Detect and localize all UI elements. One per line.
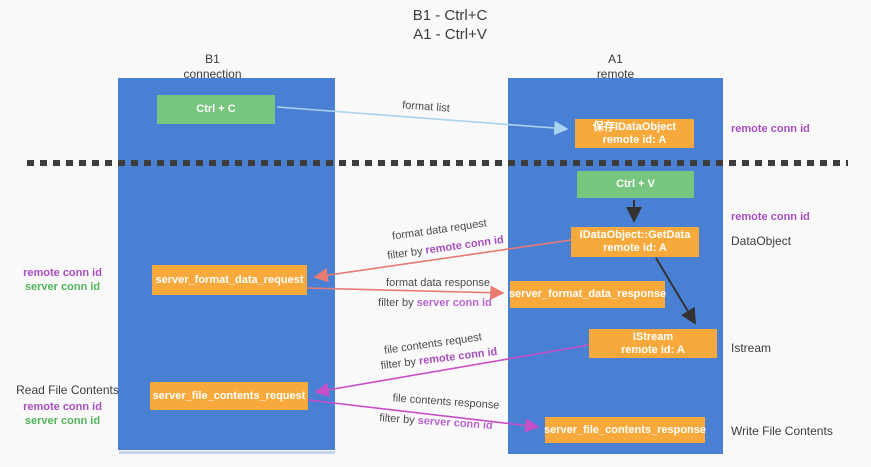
ctrl-c-box: Ctrl + C (157, 95, 275, 124)
title-line2: A1 - Ctrl+V (413, 26, 487, 43)
read-file-contents-label: Read File Contents (16, 383, 119, 397)
save-idataobject-line1: 保存IDataObject (592, 120, 677, 133)
server-format-data-response-label: server_format_data_response (508, 288, 667, 300)
lane-header-b1: B1 connection (105, 52, 320, 82)
dataobject-label: DataObject (731, 234, 792, 248)
server-format-data-request-box: server_format_data_request (152, 265, 307, 295)
format-list-label: format list (376, 98, 477, 117)
server-conn-id-text: server conn id (416, 297, 492, 309)
file-contents-response-label: file contents response (376, 391, 516, 413)
left-server-conn-id-bottom: server conn id (24, 415, 101, 427)
server-conn-id-text: server conn id (417, 414, 494, 432)
filter-by-text: filter by (386, 245, 424, 263)
server-format-data-request-label: server_format_data_request (155, 273, 304, 286)
diagram-title: B1 - Ctrl+C A1 - Ctrl+V (350, 6, 550, 44)
server-file-contents-response-label: server_file_contents_response (543, 423, 707, 436)
lane-header-a1: A1 remote (508, 52, 723, 82)
ctrl-c-label: Ctrl + C (196, 103, 236, 115)
ctrl-v-label: Ctrl + V (616, 178, 655, 190)
server-file-contents-request-label: server_file_contents_request (152, 389, 306, 402)
clipboard-phase-separator (27, 160, 848, 166)
save-idataobject-box: 保存IDataObject remote id: A (575, 119, 694, 148)
idataobject-getdata-box: IDataObject::GetData remote id: A (571, 227, 699, 257)
filter-by-text: filter by (380, 355, 417, 373)
file-contents-response-text: file contents response (392, 392, 500, 412)
lane-a1-role: remote (596, 67, 635, 81)
remote-conn-id-text: remote conn id (424, 233, 505, 257)
left-remote-conn-id-top: remote conn id (23, 267, 102, 279)
getdata-line2: remote id: A (603, 242, 667, 254)
filter-by-text: filter by (378, 412, 416, 427)
istream-line1: IStream (632, 330, 674, 343)
istream-box: IStream remote id: A (589, 329, 717, 358)
lane-b1-bottom-edge (119, 451, 335, 454)
write-file-contents-label: Write File Contents (731, 424, 833, 438)
istream-side-label: Istream (731, 341, 772, 355)
lane-a1-name: A1 (608, 52, 623, 66)
format-list-text: format list (401, 99, 451, 115)
filter-by-text: filter by (378, 297, 414, 309)
server-file-contents-request-box: server_file_contents_request (150, 382, 308, 410)
server-file-contents-response-box: server_file_contents_response (543, 417, 707, 443)
getdata-line1: IDataObject::GetData (579, 229, 691, 241)
save-idataobject-line2: remote id: A (602, 133, 667, 146)
lane-b1-name: B1 (205, 52, 220, 66)
title-line1: B1 - Ctrl+C (412, 7, 488, 24)
left-server-conn-id-top: server conn id (24, 281, 101, 293)
left-remote-conn-id-bottom: remote conn id (23, 401, 102, 413)
istream-line2: remote id: A (621, 343, 685, 356)
server-format-data-response-box: server_format_data_response (508, 281, 667, 308)
right-remote-conn-id-mid: remote conn id (731, 211, 810, 223)
ctrl-v-box: Ctrl + V (577, 171, 694, 198)
lane-b1-role: connection (183, 67, 242, 81)
format-data-response-label: format data response (368, 277, 508, 289)
format-data-response-text: format data response (386, 277, 490, 289)
right-remote-conn-id-top: remote conn id (731, 123, 810, 135)
